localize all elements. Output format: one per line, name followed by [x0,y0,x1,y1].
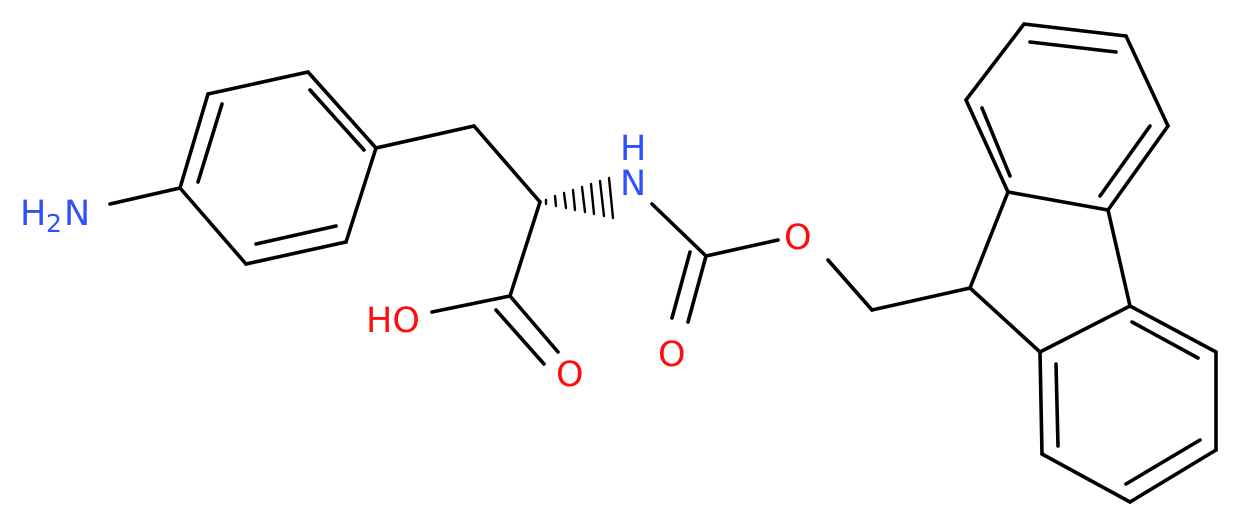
bond [1124,34,1170,128]
bond [1106,208,1132,308]
bond [650,202,708,258]
acid-oh-label: HO [366,301,420,341]
bond [1130,320,1200,360]
bond [472,124,542,204]
bond [670,250,692,320]
bond [1098,124,1152,198]
bond [980,106,1012,178]
bond [374,124,476,150]
carbonyl-o-label: O [658,335,686,375]
bond [108,186,182,206]
bond [178,92,210,190]
bond [826,258,874,312]
amide-n-label: N [620,164,646,204]
bond [430,294,512,314]
bond [344,146,378,244]
bond [964,22,1026,102]
bond [968,190,1010,290]
bond [244,240,348,266]
bond [1038,304,1132,354]
hashed-wedge-bond [544,176,615,220]
amine-h-label: H [20,194,46,234]
bond [1128,448,1218,504]
bond [508,294,560,354]
acid-o-label: O [556,355,584,395]
amide-h-label: H [620,129,646,169]
bond [686,254,708,324]
bonds [108,22,1218,504]
bond [308,88,366,152]
bond [968,286,1042,354]
bond [206,70,310,96]
bond [1006,190,1110,212]
bond [306,70,378,150]
amine-n-label: N [64,194,90,234]
bond [254,224,338,246]
bond [1028,40,1118,54]
bond [1038,350,1044,456]
bond [508,200,542,298]
bond [964,98,1010,194]
atom-labels: H 2 N H N O O HO O [20,129,812,395]
amine-h-count: 2 [46,209,62,238]
bond [1022,22,1128,38]
bond [704,238,780,258]
bond [494,308,546,366]
bond [1106,124,1170,212]
bond [1124,438,1202,486]
carbamate-o-label: O [784,218,812,258]
bond [1040,452,1132,504]
bond [178,186,248,266]
bond [1128,304,1218,354]
bond [196,102,224,184]
bond [1054,362,1060,448]
bond [870,286,972,312]
